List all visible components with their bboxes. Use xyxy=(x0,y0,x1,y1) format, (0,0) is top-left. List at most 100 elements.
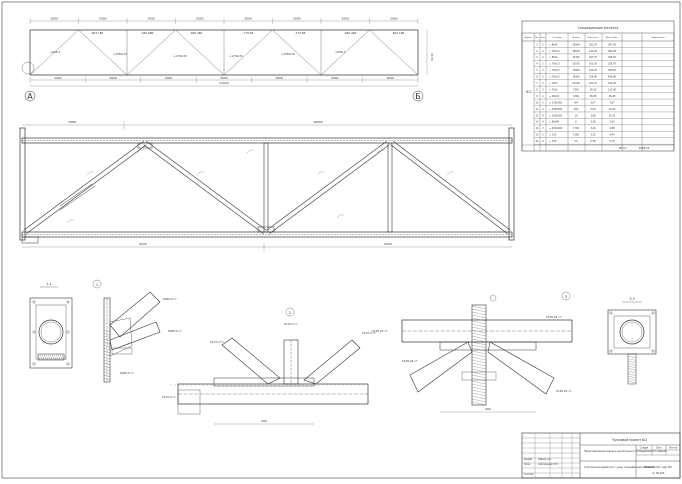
weld-mark xyxy=(277,383,281,387)
node3-section-stem xyxy=(627,353,637,385)
spec-cell-length: 10 xyxy=(575,114,578,117)
node3-callout xyxy=(489,294,497,302)
bolt xyxy=(66,362,70,366)
axis-label-right: Б xyxy=(415,92,421,101)
weld-mark xyxy=(103,371,111,375)
spec-cell-qty: 2 xyxy=(542,43,544,46)
spec-cell-qty: 2 xyxy=(542,82,544,85)
weld-mark xyxy=(281,383,285,387)
weld-mark xyxy=(325,383,329,387)
weld-mark xyxy=(345,383,349,387)
scheme-bottom-dim-label: 3000 xyxy=(331,76,339,80)
spec-cell-mass: 197,75 xyxy=(589,56,598,59)
spec-cell-pos: 4 xyxy=(536,63,538,66)
hatch-line xyxy=(627,380,637,384)
weld-mark xyxy=(297,383,301,387)
spec-header-cell: Длина xyxy=(573,37,581,39)
spec-cell-pos: 1 xyxy=(536,43,538,46)
spec-cell-mass-total: 382,00 xyxy=(608,50,617,53)
spec-cell-section: ○ 76х3,5 xyxy=(549,50,560,53)
hatch-line xyxy=(627,373,637,376)
scheme-top-dim-label: 3000 xyxy=(341,17,349,21)
node1-gusset xyxy=(109,317,133,357)
hatch-line xyxy=(627,378,637,381)
scheme-top-dim-label: 3000 xyxy=(99,17,107,21)
spec-cell-mass: 5,00 xyxy=(590,108,596,111)
title-designer-role: Разраб. xyxy=(524,458,533,461)
truss-bottom-dim-right: 9000 xyxy=(384,242,392,246)
scheme-force-label: -603,186 xyxy=(91,31,104,35)
hatch-line xyxy=(41,353,45,361)
title-block: Курсовой проект №1 Проектирование каркас… xyxy=(521,432,681,479)
hatch-line xyxy=(471,368,487,373)
weld-mark xyxy=(337,383,341,387)
weld-mark xyxy=(201,383,205,387)
hatch-line xyxy=(37,353,41,361)
hatch-line xyxy=(471,314,487,319)
scheme-force-label: +1580,23 xyxy=(113,52,127,56)
scheme-bottom-dim-label: 3000 xyxy=(165,76,173,80)
spec-cell-length: 1360 xyxy=(573,95,579,98)
spec-cell-mass-total: 468,80 xyxy=(608,76,617,79)
weld-mark xyxy=(289,383,293,387)
scheme-force-label: -946,466 xyxy=(344,31,357,35)
weld-mark xyxy=(313,383,317,387)
spec-cell-section: ○ 76х3,5 xyxy=(549,76,560,79)
node1-pipe-section xyxy=(38,319,64,345)
spec-cell-pos: 12 xyxy=(536,114,539,117)
node3-section-pipe xyxy=(619,319,645,345)
truss-diagonal-edge xyxy=(393,141,511,231)
title-col-stage: Стадия xyxy=(640,447,649,450)
spec-header-cell: Примечание xyxy=(651,37,665,39)
node3-left-diagonal xyxy=(409,341,473,393)
scheme-diagonal xyxy=(369,29,419,76)
spec-header-cell: Поз. xyxy=(535,37,540,39)
weld-mark xyxy=(103,374,111,378)
gusset-top-1 xyxy=(137,142,153,149)
title-designer: Павлов А.В. xyxy=(538,458,552,461)
bolt xyxy=(32,362,36,366)
weld-mark xyxy=(309,383,313,387)
scheme-force-label: +1580,23 xyxy=(281,52,295,56)
spec-cell-mass: 183,70 xyxy=(589,43,598,46)
scheme-total-dim: 21000 xyxy=(219,81,229,85)
bolt xyxy=(609,311,613,315)
truss-diagonal-edge xyxy=(390,144,508,234)
axis-marker-right xyxy=(412,90,424,102)
weld-mark xyxy=(103,359,111,363)
spec-cell-pos: 14 xyxy=(536,127,539,130)
spec-cell-mass: 3,44 xyxy=(590,127,596,130)
truss-right-post xyxy=(508,127,515,241)
hatch-line xyxy=(627,375,637,379)
scheme-force-label: +946,7 xyxy=(335,50,346,54)
scheme-top-dim-label: 3000 xyxy=(293,17,301,21)
spec-cell-section: ○ 89х4 xyxy=(549,56,558,59)
hatch-line xyxy=(471,365,487,370)
hatch-line xyxy=(471,305,487,310)
section-1-label: 1-1 xyxy=(46,282,51,286)
svg-text:5х72,3 ст: 5х72,3 ст xyxy=(162,395,176,399)
weld-mark xyxy=(177,383,181,387)
spec-cell-mass-total: 326,70 xyxy=(608,63,617,66)
hatch-line xyxy=(51,353,55,361)
spec-cell-mass-total: 6,88 xyxy=(609,127,615,130)
spec-cell-length: 15925 xyxy=(572,69,580,72)
spec-cell-length: 30630 xyxy=(572,50,580,53)
weld-mark xyxy=(245,383,249,387)
truss-brace xyxy=(59,185,96,211)
weld-mark xyxy=(103,353,111,357)
spec-cell-qty: 2 xyxy=(542,108,544,111)
hatch-line xyxy=(471,380,487,385)
svg-text:2: 2 xyxy=(289,311,291,315)
hatch-line xyxy=(63,353,67,361)
spec-cell-mass: 3,97 xyxy=(590,101,596,104)
spec-cell-section: ○ 76х3 xyxy=(549,82,558,85)
scheme-diagonal xyxy=(78,29,128,76)
spec-cell-qty: 2 xyxy=(542,134,544,137)
spec-cell-length: 1750 xyxy=(573,127,579,130)
truss-dim-left: 2988 xyxy=(68,120,76,124)
spec-cell-qty: 1 xyxy=(542,95,544,98)
node3-gusset xyxy=(439,341,537,351)
weld-mark xyxy=(285,383,289,387)
truss-diagonal-edge xyxy=(146,140,267,231)
